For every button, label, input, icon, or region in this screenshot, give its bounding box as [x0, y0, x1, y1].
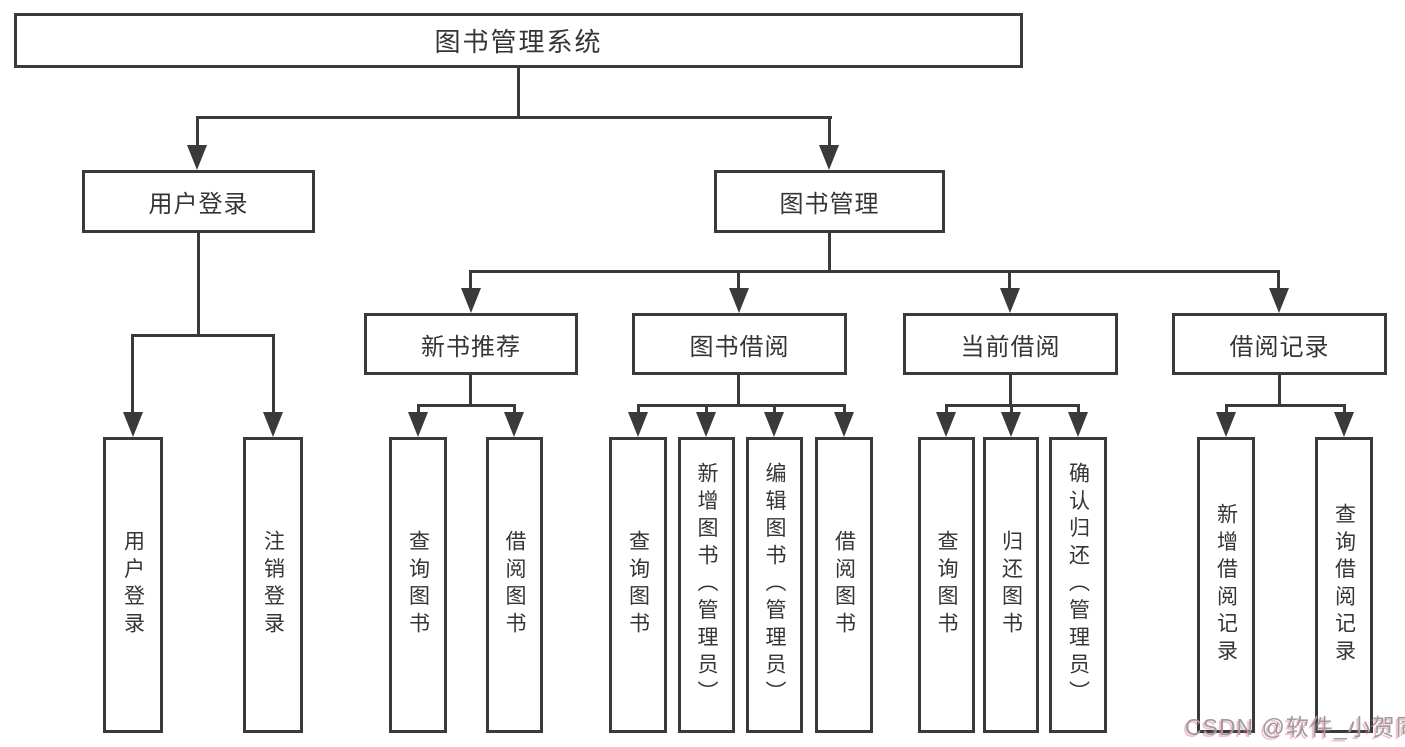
connector-records-stem — [1278, 375, 1281, 407]
arrowhead-down-icon — [1216, 412, 1236, 437]
connector-drop-leaf — [1077, 404, 1080, 416]
arrowhead-down-icon — [936, 412, 956, 437]
arrowhead-down-icon — [764, 412, 784, 437]
connector-borrow-stem — [737, 375, 740, 407]
connector-drop-leaf — [272, 334, 275, 414]
arrowhead-down-icon — [1334, 412, 1354, 437]
connector-drop-book-management — [828, 116, 831, 150]
connector-current-stem — [1009, 375, 1012, 407]
node-current-borrow: 当前借阅 — [903, 313, 1118, 375]
arrowhead-down-icon — [504, 412, 524, 437]
connector-borrow-bar — [637, 404, 845, 407]
connector-drop-leaf — [417, 404, 420, 416]
connector-drop-leaf — [637, 404, 640, 416]
connector-level1-bar — [196, 116, 832, 119]
connector-book-management-stem — [828, 233, 831, 273]
leaf-add-borrow-record: 新增借阅记录 — [1197, 437, 1255, 733]
connector-drop-level3 — [469, 270, 472, 292]
arrowhead-down-icon — [461, 288, 481, 313]
connector-drop-leaf — [843, 404, 846, 416]
connector-drop-leaf — [1225, 404, 1228, 416]
leaf-add-books-admin: 新增图书（管理员） — [678, 437, 735, 733]
node-new-book-recommend: 新书推荐 — [364, 313, 578, 375]
arrowhead-down-icon — [187, 145, 207, 170]
leaf-query-books-recommend: 查询图书 — [389, 437, 447, 733]
connector-drop-leaf — [513, 404, 516, 416]
node-borrow-records: 借阅记录 — [1172, 313, 1387, 375]
connector-recommend-stem — [469, 375, 472, 407]
connector-drop-level3 — [737, 270, 740, 292]
leaf-logout: 注销登录 — [243, 437, 303, 733]
connector-drop-leaf — [705, 404, 708, 416]
connector-drop-level3 — [1277, 270, 1280, 292]
arrowhead-down-icon — [819, 145, 839, 170]
leaf-edit-books-admin: 编辑图书（管理员） — [746, 437, 803, 733]
arrowhead-down-icon — [408, 412, 428, 437]
arrowhead-down-icon — [1000, 288, 1020, 313]
connector-user-login-stem — [197, 233, 200, 337]
arrowhead-down-icon — [263, 412, 283, 437]
connector-drop-leaf — [1343, 404, 1346, 416]
connector-recommend-bar — [417, 404, 516, 407]
connector-level3-bar — [469, 270, 1280, 273]
connector-drop-leaf — [945, 404, 948, 416]
connector-root-stem — [517, 68, 520, 119]
node-book-borrow: 图书借阅 — [632, 313, 847, 375]
leaf-user-login: 用户登录 — [103, 437, 163, 733]
connector-drop-user-login — [196, 116, 199, 150]
connector-user-login-bar — [131, 334, 275, 337]
node-book-management: 图书管理 — [714, 170, 945, 233]
arrowhead-down-icon — [834, 412, 854, 437]
arrowhead-down-icon — [729, 288, 749, 313]
arrowhead-down-icon — [1001, 412, 1021, 437]
node-root: 图书管理系统 — [14, 13, 1023, 68]
arrowhead-down-icon — [1269, 288, 1289, 313]
leaf-confirm-return-admin: 确认归还（管理员） — [1049, 437, 1107, 733]
arrowhead-down-icon — [696, 412, 716, 437]
node-user-login: 用户登录 — [82, 170, 315, 233]
leaf-query-borrow-record: 查询借阅记录 — [1315, 437, 1373, 733]
arrowhead-down-icon — [628, 412, 648, 437]
leaf-borrow-books-recommend: 借阅图书 — [486, 437, 543, 733]
connector-drop-leaf — [131, 334, 134, 414]
connector-drop-leaf — [1010, 404, 1013, 416]
connector-records-bar — [1225, 404, 1345, 407]
leaf-return-books: 归还图书 — [983, 437, 1039, 733]
leaf-query-books-current: 查询图书 — [918, 437, 975, 733]
arrowhead-down-icon — [123, 412, 143, 437]
leaf-query-books-borrow: 查询图书 — [609, 437, 667, 733]
arrowhead-down-icon — [1068, 412, 1088, 437]
connector-drop-leaf — [773, 404, 776, 416]
csdn-watermark: CSDN @软件_小贺同学 — [1185, 714, 1405, 740]
leaf-borrow-books: 借阅图书 — [815, 437, 873, 733]
connector-drop-level3 — [1008, 270, 1011, 292]
